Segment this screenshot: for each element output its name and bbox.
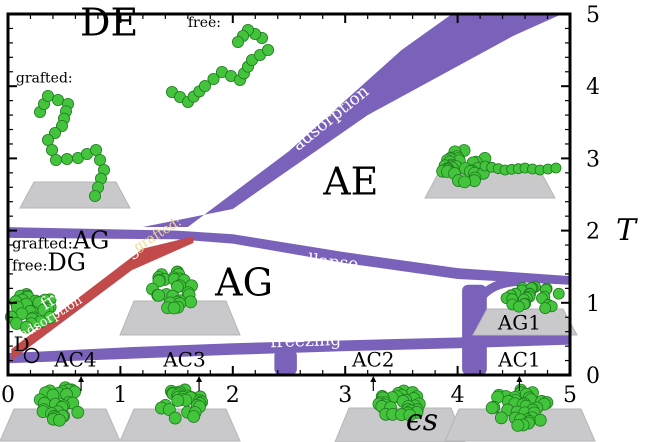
surface-plate: [472, 308, 578, 336]
x-tick-label: 2: [226, 383, 240, 408]
y-tick-label: 0: [586, 364, 600, 389]
region-label-ae: AE: [322, 160, 378, 204]
collapse-band: [8, 227, 570, 285]
monomer-bead: [89, 189, 102, 202]
y-tick-label: 4: [586, 75, 600, 100]
state-prefix: grafted:: [12, 235, 73, 253]
monomer-bead: [42, 90, 55, 103]
y-tick-label: 2: [586, 220, 600, 245]
y-axis-ticks: 0 1 2 3 4 5: [8, 3, 600, 389]
monomer-bead: [152, 288, 165, 302]
state-name: AG: [72, 227, 110, 255]
region-label-ac2: AC2: [351, 347, 394, 371]
monomer-bead: [20, 320, 33, 334]
freezing-label: freezing: [270, 330, 342, 352]
state-name: DG: [48, 248, 86, 276]
monomer-bead: [46, 143, 59, 156]
monomer-bead: [231, 36, 244, 49]
x-axis-ticks: 0 1 2 3 4 5: [1, 14, 577, 408]
monomer-bead: [53, 413, 66, 427]
monomer-bead: [52, 94, 65, 107]
monomer-bead: [167, 301, 181, 315]
monomer-bead: [511, 418, 525, 432]
monomer-bead: [539, 302, 552, 315]
monomer-bead: [184, 295, 198, 309]
vertical-boundaries: [274, 276, 570, 375]
monomer-bead: [50, 153, 63, 166]
monomer-bead: [198, 80, 211, 93]
monomer-bead: [494, 411, 508, 425]
region-label-ac4: AC4: [53, 347, 96, 371]
monomer-bead: [168, 411, 182, 425]
y-tick-label: 1: [586, 292, 600, 317]
ag1-boundary: [475, 276, 526, 343]
snapshot-label-1: free:: [188, 15, 221, 31]
monomer-bead: [207, 73, 220, 86]
y-axis-label: T: [616, 213, 638, 248]
state-prefix: free:: [12, 256, 48, 274]
monomer-bead: [187, 410, 201, 423]
ac-arrow-head: [196, 376, 203, 382]
vertical-boundary-0: [274, 349, 297, 375]
y-tick-label: 3: [586, 147, 600, 172]
collapse-label: collapse: [287, 249, 359, 275]
x-axis-label: ϵs: [406, 403, 438, 438]
monomer-bead: [458, 175, 472, 189]
x-tick-label: 0: [1, 383, 15, 408]
region-labels: DEAEAGAG1AC1AC2AC3AC4grafted:AGfree:DGgr…: [12, 1, 541, 372]
freezing-band: [8, 334, 570, 364]
region-label-ag1: AG1: [497, 311, 541, 335]
origin-marker: [23, 347, 40, 364]
monomer-bead: [42, 133, 55, 146]
state-label-ag: grafted:AG: [12, 227, 109, 255]
region-label-de: DE: [80, 1, 138, 45]
ag1-floor-band: [482, 333, 570, 343]
ac-arrow-head: [516, 376, 523, 382]
x-tick-label: 3: [338, 383, 352, 408]
wetting-band: [11, 236, 194, 361]
region-label-ag: AG: [214, 261, 273, 305]
x-tick-label: 1: [113, 383, 127, 408]
monomer-bead: [550, 162, 562, 174]
monomer-bead: [61, 152, 74, 165]
region-label-ac1: AC1: [497, 347, 540, 371]
surface-plate: [119, 408, 241, 442]
snapshot-label-2: D: [14, 332, 30, 356]
state-label-dg: free:DG: [12, 248, 86, 276]
monomer-bead: [171, 394, 185, 407]
x-tick-label: 4: [451, 383, 465, 408]
monomer-bead: [94, 153, 107, 166]
monomer-bead: [261, 44, 274, 57]
ac-arrow-head: [370, 376, 377, 382]
surface-plate: [19, 181, 131, 209]
monomer-bead: [90, 143, 103, 156]
plot-frame: [6, 12, 572, 377]
tick-arrows: [23, 347, 523, 391]
monomer-bead: [71, 405, 85, 419]
monomer-bead: [512, 300, 525, 313]
monomer-bead: [552, 287, 565, 300]
polymer-snapshots: [0, 23, 596, 442]
monomer-bead: [403, 408, 417, 422]
ac-arrow-head: [78, 376, 85, 382]
monomer-bead: [533, 413, 547, 427]
snapshot-label-0: grafted:: [16, 71, 73, 87]
transition-bands: [8, 14, 570, 364]
adsorption-band: [142, 14, 562, 227]
y-tick-label: 5: [586, 3, 600, 28]
monomer-bead: [485, 401, 499, 415]
x-tick-label: 5: [563, 383, 577, 408]
region-label-ac3: AC3: [162, 347, 205, 371]
